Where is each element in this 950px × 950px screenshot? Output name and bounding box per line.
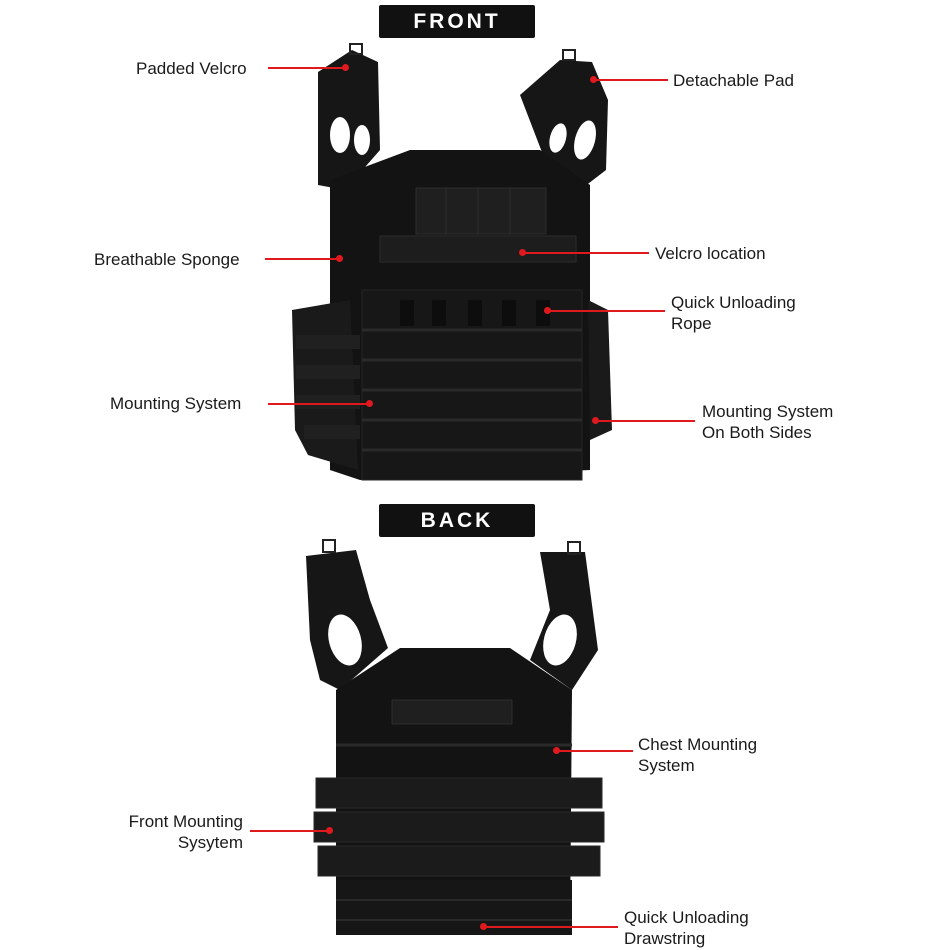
padded-velcro-leader xyxy=(268,67,346,69)
mounting-both-sides-label: Mounting System On Both Sides xyxy=(702,401,833,443)
chest-mounting-line1: Chest Mounting xyxy=(638,735,758,754)
mounting-both-sides-line2: On Both Sides xyxy=(702,423,812,442)
back-section-badge: BACK xyxy=(379,504,535,537)
mounting-both-sides-line1: Mounting System xyxy=(702,402,834,421)
mounting-both-sides-marker xyxy=(592,417,599,424)
mounting-system-label: Mounting System xyxy=(110,394,242,413)
front-section-badge: FRONT xyxy=(379,5,535,38)
padded-velcro-label: Padded Velcro xyxy=(136,59,247,78)
chest-mounting-leader xyxy=(557,750,633,752)
quick-unloading-drawstring-label: Quick Unloading Drawstring xyxy=(624,907,749,949)
quick-unloading-drawstring-line1: Quick Unloading xyxy=(624,908,749,927)
quick-unloading-drawstring-marker xyxy=(480,923,487,930)
quick-unloading-rope-line1: Quick Unloading xyxy=(671,293,796,312)
breathable-sponge-label: Breathable Sponge xyxy=(94,250,240,269)
front-mounting-marker xyxy=(326,827,333,834)
breathable-sponge-leader xyxy=(265,258,341,260)
front-vest-image xyxy=(292,43,612,481)
back-title: BACK xyxy=(420,508,494,532)
back-vest-image xyxy=(306,539,605,935)
velcro-location-marker xyxy=(519,249,526,256)
detachable-pad-leader xyxy=(594,79,668,81)
quick-unloading-rope-label: Quick Unloading Rope xyxy=(671,292,796,334)
front-title: FRONT xyxy=(413,9,501,33)
velcro-location-leader xyxy=(523,252,649,254)
padded-velcro-marker xyxy=(342,64,349,71)
mounting-system-marker xyxy=(366,400,373,407)
quick-unloading-drawstring-line2: Drawstring xyxy=(624,929,706,948)
mounting-system-leader xyxy=(268,403,370,405)
mounting-both-sides-leader xyxy=(596,420,695,422)
front-mounting-leader xyxy=(250,830,330,832)
velcro-location-label: Velcro location xyxy=(655,244,766,263)
quick-unloading-rope-leader xyxy=(548,310,665,312)
detachable-pad-marker xyxy=(590,76,597,83)
quick-unloading-drawstring-leader xyxy=(484,926,618,928)
breathable-sponge-marker xyxy=(336,255,343,262)
front-mounting-line2: Sysytem xyxy=(177,833,243,852)
front-mounting-label: Front Mounting Sysytem xyxy=(108,811,243,853)
chest-mounting-label: Chest Mounting System xyxy=(638,734,757,776)
detachable-pad-label: Detachable Pad xyxy=(673,71,794,90)
quick-unloading-rope-line2: Rope xyxy=(671,314,712,333)
chest-mounting-marker xyxy=(553,747,560,754)
chest-mounting-line2: System xyxy=(638,756,695,775)
quick-unloading-rope-marker xyxy=(544,307,551,314)
front-mounting-line1: Front Mounting xyxy=(128,812,243,831)
